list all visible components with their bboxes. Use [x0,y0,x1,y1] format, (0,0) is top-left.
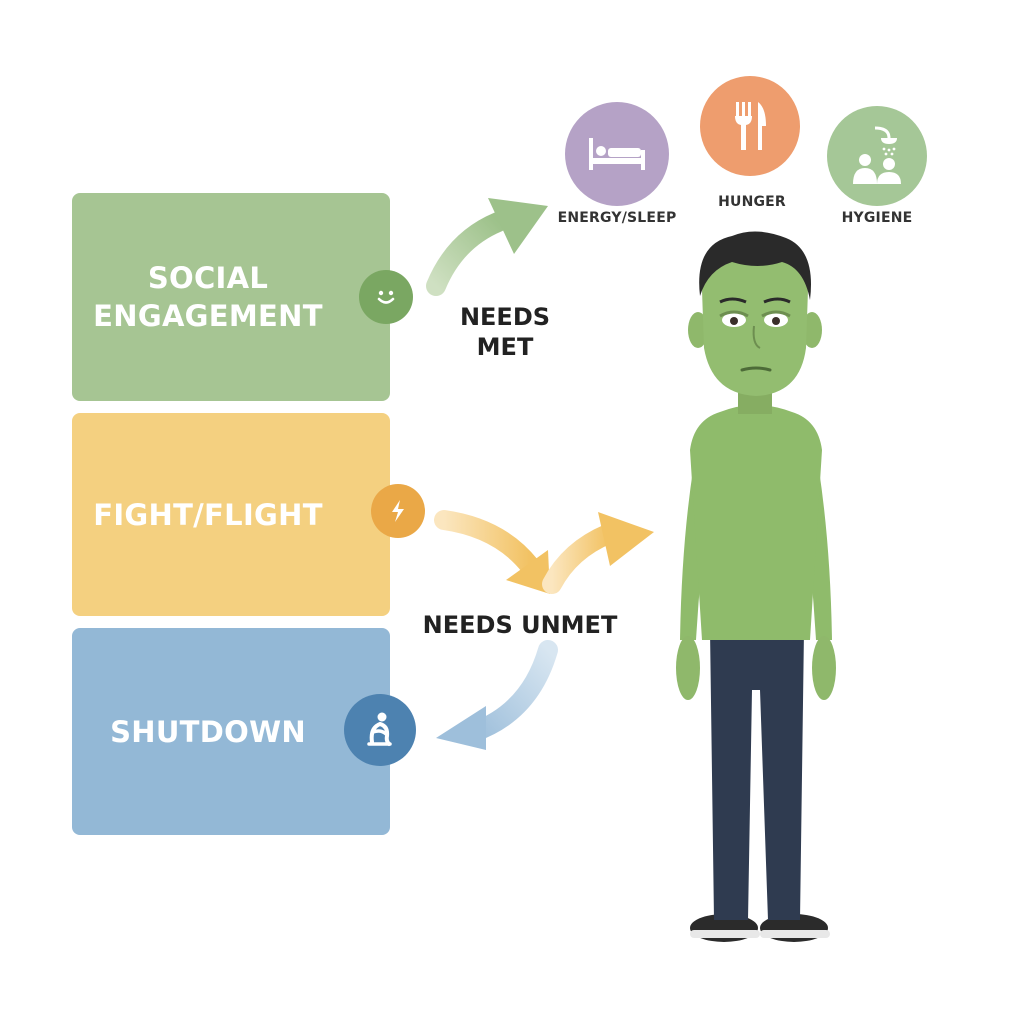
right-hand [812,636,836,700]
right-arm [796,430,832,640]
left-shoe [690,914,758,942]
smile-icon [359,270,413,324]
head [701,236,809,396]
shutdown-panel: SHUTDOWN [72,628,390,835]
left-arm [680,430,716,640]
social-engagement-label: SOCIAL ENGAGEMENT [93,261,323,333]
left-hand [676,636,700,700]
bed-icon [565,102,669,206]
fight-flight-label: FIGHT/FLIGHT [93,497,323,532]
needs-met-arrow [426,212,508,296]
lightning-bolt-icon [371,484,425,538]
fight-flight-arrowhead-up [598,512,654,566]
needs-unmet-label: NEEDS UNMET [422,611,618,639]
fight-flight-panel: FIGHT/FLIGHT [72,413,390,616]
hair [699,231,811,300]
shutdown-label: SHUTDOWN [110,714,306,749]
curled-up-person-icon [344,694,416,766]
fight-flight-arrow-down [434,510,540,576]
shirt [690,405,822,640]
hunger-label: HUNGER [718,194,786,210]
social-engagement-panel: SOCIAL ENGAGEMENT [72,193,390,401]
right-shoe [760,914,828,942]
fight-flight-arrowhead-down [506,550,550,594]
hygiene-label: HYGIENE [841,210,913,226]
neck [738,370,772,414]
needs-met-arrowhead [488,198,548,254]
needs-unmet-arrowhead [436,706,486,750]
energy-sleep-label: ENERGY/SLEEP [557,210,677,226]
jeans [710,630,804,920]
needs-unmet-arrow [464,640,558,742]
fight-flight-arrow-up [542,524,618,594]
fork-knife-icon [700,76,800,176]
shower-people-icon [827,106,927,206]
needs-met-label: NEEDS MET [459,303,551,361]
